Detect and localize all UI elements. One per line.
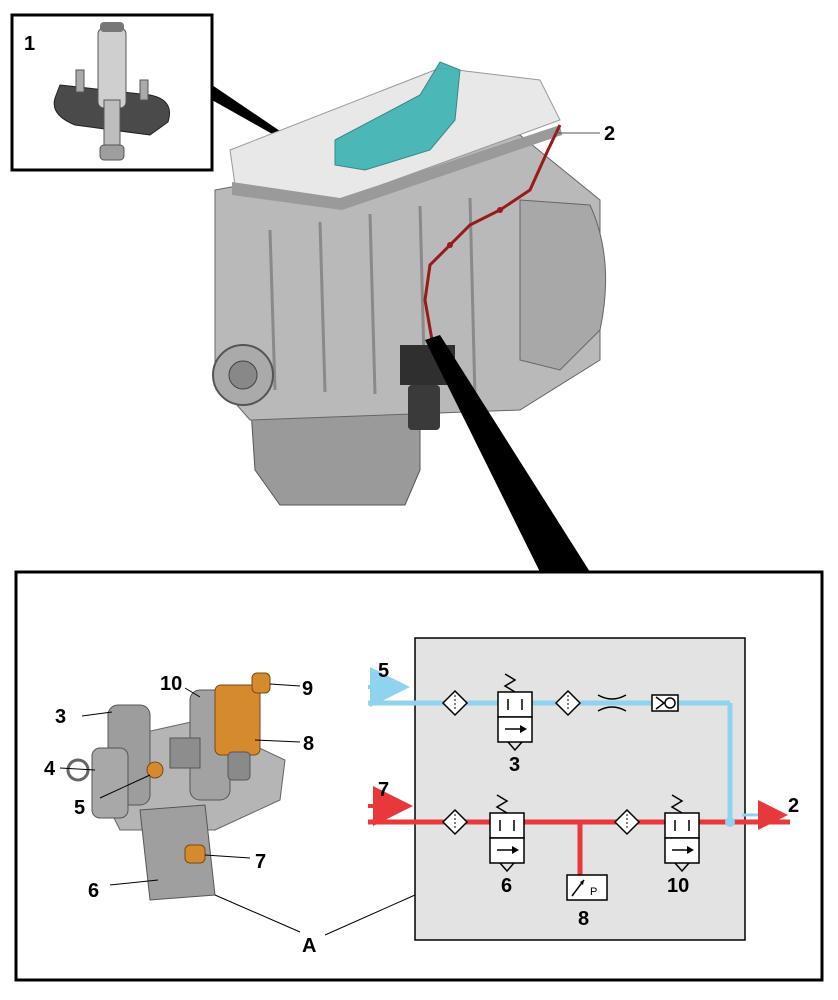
filter-air-1 xyxy=(441,689,469,717)
red-pipe xyxy=(423,124,562,341)
unit-labels: 3 4 5 6 7 8 9 10 A xyxy=(44,673,416,957)
unit-fitting-7 xyxy=(184,844,206,864)
flywheel-housing xyxy=(519,199,607,371)
valve-bottom xyxy=(99,144,125,161)
engine-block xyxy=(212,61,607,506)
valve-symbol-3 xyxy=(497,673,533,752)
label-unit-3: 3 xyxy=(55,706,66,728)
restrictor xyxy=(597,694,627,712)
label-schematic-2: 2 xyxy=(788,795,799,817)
label-schematic-8: 8 xyxy=(578,908,589,930)
label-schematic-5: 5 xyxy=(378,660,389,682)
label-unit-a: A xyxy=(302,935,316,957)
label-unit-7: 7 xyxy=(255,851,266,873)
pin-left xyxy=(75,69,85,93)
teal-module xyxy=(334,61,461,171)
filter-oil-1 xyxy=(441,808,469,836)
label-unit-4: 4 xyxy=(44,758,56,780)
unit-fitting-5 xyxy=(146,761,164,779)
filter-can xyxy=(408,385,440,430)
unit-fitting-9 xyxy=(251,672,271,694)
hydraulic-schematic: P 5 7 2 3 6 8 10 xyxy=(368,637,799,941)
unit-valve-4 xyxy=(91,747,129,819)
valve-cylinder xyxy=(97,27,127,109)
valve-symbol-10 xyxy=(664,794,700,873)
block-ribs xyxy=(268,197,477,399)
label-schematic-7: 7 xyxy=(378,779,389,801)
label-schematic-6: 6 xyxy=(501,875,512,897)
label-unit-10: 10 xyxy=(160,673,182,695)
label-unit-5: 5 xyxy=(74,797,85,819)
label-schematic-3: 3 xyxy=(509,754,520,776)
valve-symbol-6 xyxy=(489,794,525,873)
detail-frame xyxy=(14,570,824,982)
valve-cylinder-top xyxy=(100,22,124,32)
unit-a-drawing xyxy=(66,672,286,901)
filter-oil-2 xyxy=(613,808,641,836)
check-valve xyxy=(651,694,679,712)
label-inset-1: 1 xyxy=(24,33,35,55)
sensor-p-label: P xyxy=(590,886,597,898)
filter-air-2 xyxy=(554,689,582,717)
label-unit-6: 6 xyxy=(88,880,99,902)
label-unit-8: 8 xyxy=(303,733,314,755)
label-engine-2: 2 xyxy=(604,123,615,145)
inset-part-1: 1 xyxy=(10,13,214,172)
label-schematic-10: 10 xyxy=(667,875,689,897)
valve-stem xyxy=(103,99,121,151)
merge-node xyxy=(725,817,735,827)
callout-wedge-bottom xyxy=(425,335,590,572)
label-unit-9: 9 xyxy=(302,678,313,700)
sensor-symbol-8: P xyxy=(566,874,608,901)
pin-right xyxy=(139,79,149,101)
unit-sensor-8 xyxy=(214,684,261,756)
